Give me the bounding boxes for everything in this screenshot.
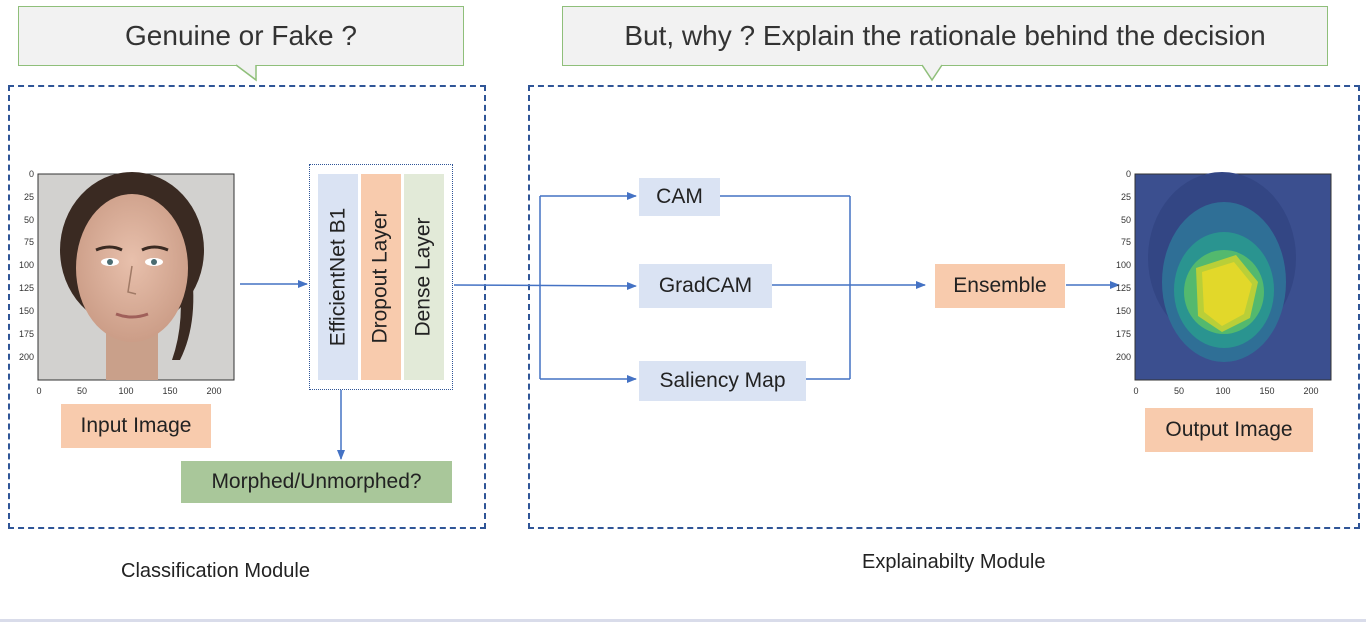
input-y-ticks: 0 25 50 75 100 125 150 175 200 <box>19 169 34 362</box>
input-image-text: Input Image <box>80 414 192 437</box>
output-x-tick: 150 <box>1259 386 1274 396</box>
input-x-ticks: 0 50 100 150 200 <box>36 386 221 396</box>
input-y-tick: 175 <box>19 329 34 339</box>
output-y-tick: 125 <box>1116 283 1131 293</box>
morphed-result-text: Morphed/Unmorphed? <box>211 470 422 493</box>
output-y-tick: 25 <box>1121 192 1131 202</box>
dropout-layer: Dropout Layer <box>361 174 401 380</box>
output-y-tick: 50 <box>1121 215 1131 225</box>
output-image-plot <box>1134 172 1332 381</box>
input-y-tick: 125 <box>19 283 34 293</box>
cam-text: CAM <box>656 185 703 208</box>
output-x-tick: 200 <box>1303 386 1318 396</box>
dropout-label: Dropout Layer <box>369 210 393 344</box>
output-image-label: Output Image <box>1145 408 1313 452</box>
input-y-tick: 100 <box>19 260 34 270</box>
classification-module-caption: Classification Module <box>121 560 310 582</box>
input-y-tick: 200 <box>19 352 34 362</box>
input-image-plot <box>37 172 235 381</box>
efficientnet-label: EfficientNet B1 <box>326 207 349 347</box>
output-x-tick: 50 <box>1174 386 1184 396</box>
input-x-tick: 100 <box>118 386 133 396</box>
input-x-tick: 200 <box>206 386 221 396</box>
morphed-result-box: Morphed/Unmorphed? <box>181 461 452 503</box>
gradcam-box: GradCAM <box>639 264 772 308</box>
output-x-ticks: 0 50 100 150 200 <box>1133 386 1318 396</box>
explainability-module-frame <box>528 85 1360 529</box>
output-y-tick: 150 <box>1116 306 1131 316</box>
explanation-bubble: But, why ? Explain the rationale behind … <box>562 6 1328 66</box>
cam-box: CAM <box>639 178 720 216</box>
input-y-tick: 50 <box>24 215 34 225</box>
input-image-label: Input Image <box>61 404 211 448</box>
input-y-tick: 25 <box>24 192 34 202</box>
output-y-tick: 75 <box>1121 237 1131 247</box>
question-text: Genuine or Fake ? <box>125 20 357 51</box>
explanation-bubble-tail <box>921 64 943 82</box>
output-y-ticks: 0 25 50 75 100 125 150 175 200 <box>1116 169 1131 362</box>
output-y-tick: 0 <box>1126 169 1131 179</box>
input-y-tick: 0 <box>29 169 34 179</box>
ensemble-text: Ensemble <box>953 274 1047 297</box>
output-y-tick: 200 <box>1116 352 1131 362</box>
dense-label: Dense Layer <box>412 217 436 337</box>
input-y-tick: 150 <box>19 306 34 316</box>
efficientnet-layer: EfficientNet B1 <box>318 174 358 380</box>
input-x-tick: 0 <box>36 386 41 396</box>
explanation-text: But, why ? Explain the rationale behind … <box>624 20 1266 51</box>
output-y-tick: 100 <box>1116 260 1131 270</box>
classification-module-frame <box>8 85 486 529</box>
saliency-map-text: Saliency Map <box>659 369 786 392</box>
layer-stack-frame <box>309 164 453 390</box>
output-x-tick: 100 <box>1215 386 1230 396</box>
gradcam-text: GradCAM <box>658 274 753 297</box>
question-bubble: Genuine or Fake ? <box>18 6 464 66</box>
question-bubble-tail <box>235 64 257 82</box>
output-image-text: Output Image <box>1165 418 1293 441</box>
ensemble-box: Ensemble <box>935 264 1065 308</box>
output-x-tick: 0 <box>1133 386 1138 396</box>
saliency-map-box: Saliency Map <box>639 361 806 401</box>
output-y-tick: 175 <box>1116 329 1131 339</box>
input-x-tick: 150 <box>162 386 177 396</box>
explainability-module-caption: Explainabilty Module <box>862 551 1046 573</box>
bottom-divider <box>0 619 1366 622</box>
dense-layer: Dense Layer <box>404 174 444 380</box>
input-y-tick: 75 <box>24 237 34 247</box>
input-x-tick: 50 <box>77 386 87 396</box>
